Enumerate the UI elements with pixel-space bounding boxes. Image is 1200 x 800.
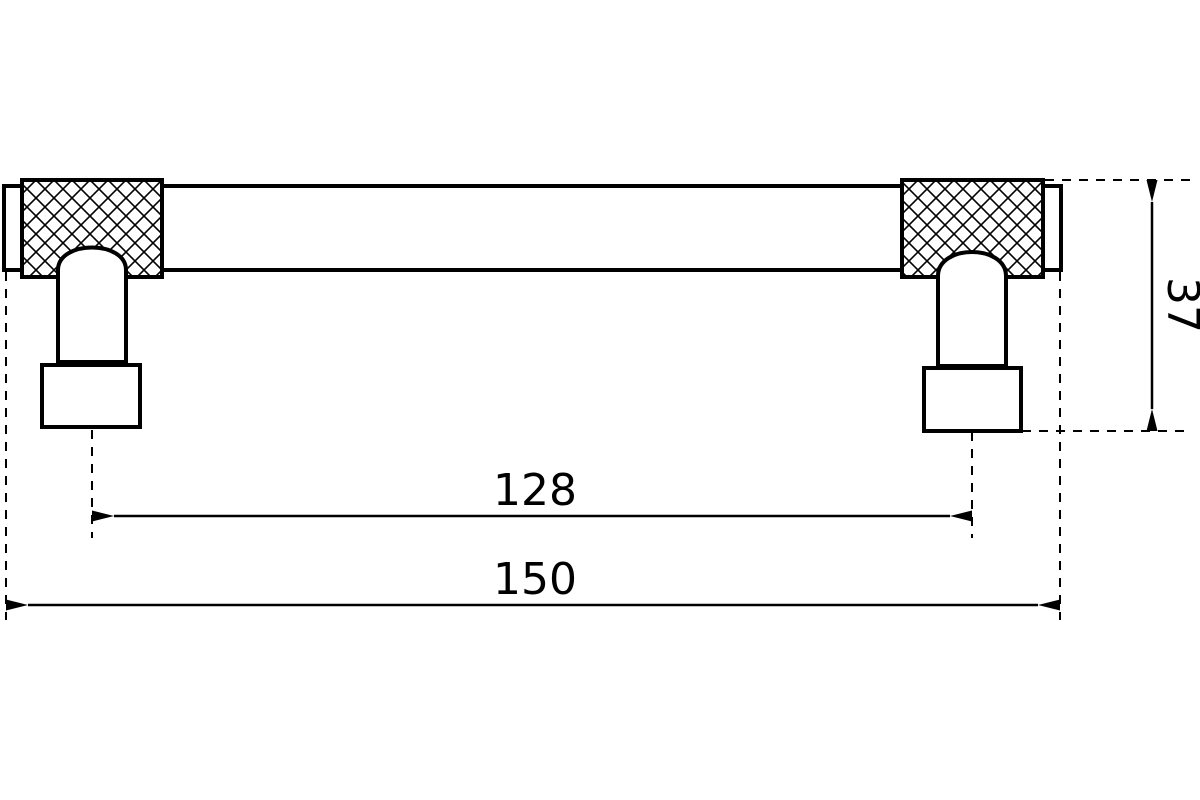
dim-label-37: 37 — [1157, 277, 1200, 333]
dim-label-150: 150 — [493, 554, 577, 605]
dim-label-128: 128 — [493, 465, 577, 516]
left-post — [56, 245, 128, 364]
extension-lines — [5, 179, 1190, 620]
right-post — [936, 250, 1008, 368]
handle — [2, 178, 1063, 433]
right-foot — [922, 366, 1023, 433]
right-end-cap — [1041, 184, 1063, 272]
left-end-cap — [2, 184, 24, 272]
dimension-lines — [6, 180, 1158, 611]
left-foot — [40, 363, 142, 429]
handle-bar — [160, 184, 904, 272]
